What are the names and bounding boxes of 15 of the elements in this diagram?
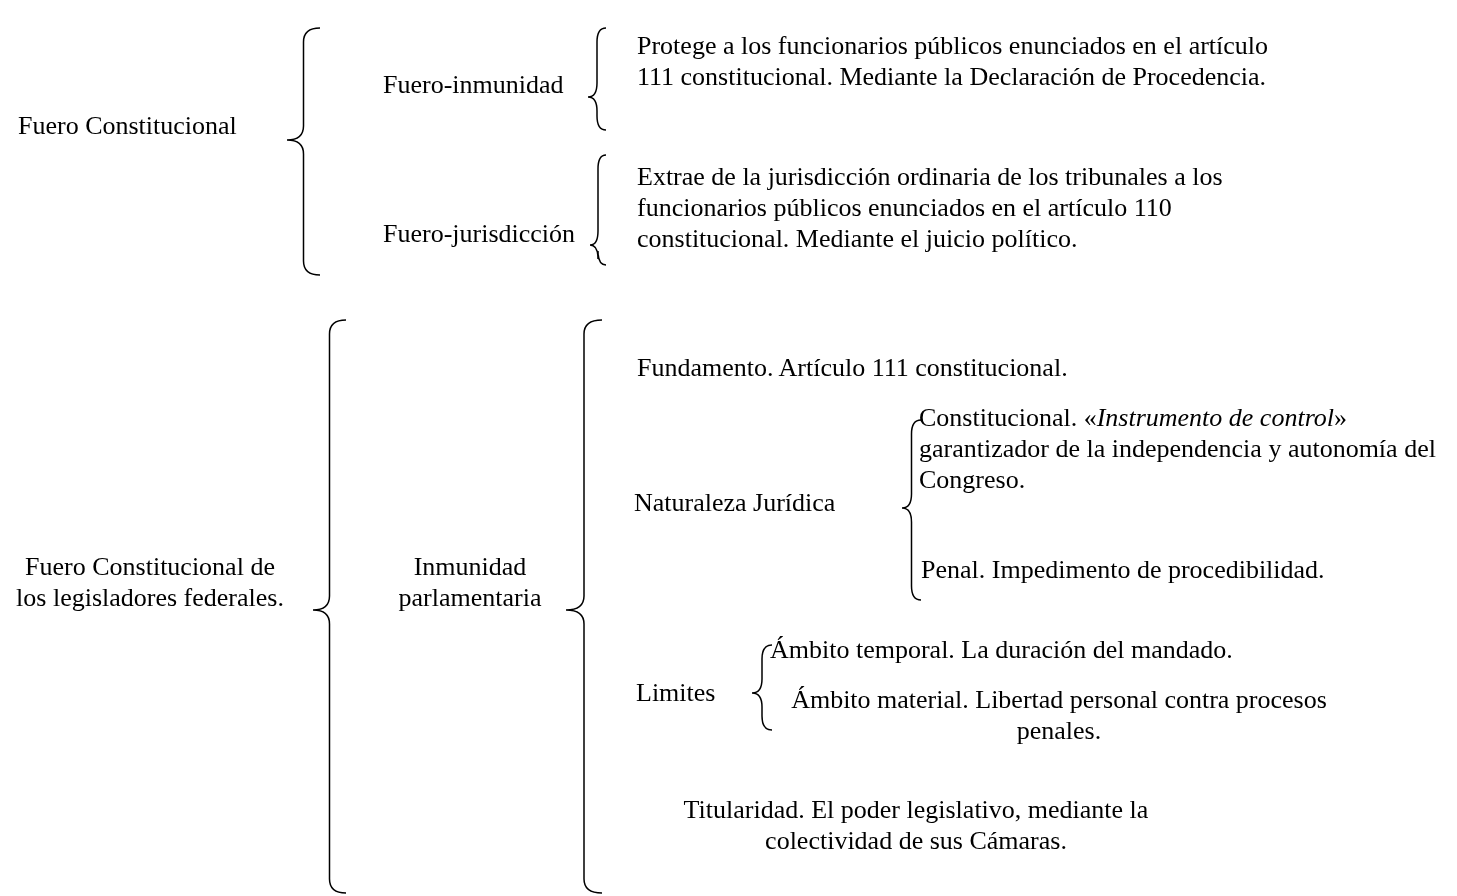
description-text: Titularidad. El poder legislativo, mediante la colectividad de sus Cámaras. [682, 794, 1150, 856]
description-text: Constitucional. «Instrumento de control» garantizador de la independencia y autonomía del Congreso. [919, 402, 1437, 495]
description-text: Ámbito material. Libertad personal contra procesos penales. [790, 684, 1328, 746]
category-label: Fuero Constitucional [18, 110, 238, 141]
category-label: Limites [636, 677, 717, 708]
description-text: Protege a los funcionarios públicos enunciados en el artículo 111 constitucional. Mediante la Declaración de Procedencia. [637, 30, 1270, 92]
category-label: Fuero-jurisdicción [383, 218, 577, 249]
description-text: Extrae de la jurisdicción ordinaria de los tribunales a los funcionarios públicos enunciados en el artículo 110 constitucional. Mediante el juicio político. [637, 161, 1224, 254]
category-label: Naturaleza Jurídica [634, 487, 837, 518]
description-text: Fundamento. Artículo 111 constitucional. [637, 352, 1069, 383]
category-label: Fuero Constitucional de los legisladores federales. [15, 551, 285, 613]
category-label: Fuero-inmunidad [383, 69, 565, 100]
category-label: Inmunidad parlamentaria [397, 551, 543, 613]
description-text: Ámbito temporal. La duración del mandado. [770, 634, 1234, 665]
description-text: Penal. Impedimento de procedibilidad. [921, 554, 1326, 585]
